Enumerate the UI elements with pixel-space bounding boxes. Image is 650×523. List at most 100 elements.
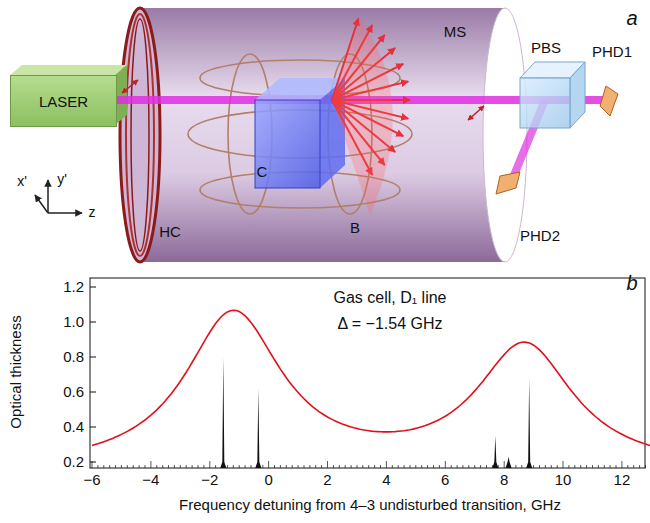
photodiode xyxy=(600,86,618,116)
tick xyxy=(292,465,293,468)
tick xyxy=(557,465,558,468)
field-cone xyxy=(332,20,393,215)
tick xyxy=(90,462,96,463)
tick xyxy=(180,465,181,468)
tick-label: 1.0 xyxy=(63,314,84,331)
spectral-line xyxy=(220,357,226,468)
tick xyxy=(386,461,387,468)
tick-label: 0.6 xyxy=(63,384,84,401)
tick-label: −6 xyxy=(83,472,100,489)
spectral-line xyxy=(492,436,498,468)
axis-arrow xyxy=(48,212,82,214)
tick xyxy=(109,465,110,468)
tick xyxy=(321,465,322,468)
tick xyxy=(133,465,134,468)
tick xyxy=(315,465,316,468)
tick xyxy=(521,465,522,468)
tick xyxy=(274,465,275,468)
part-name: MS xyxy=(444,24,467,41)
tick xyxy=(92,461,93,468)
tick xyxy=(121,465,122,468)
tick xyxy=(410,465,411,468)
tick xyxy=(468,465,469,468)
plot-note: Δ = −1.54 GHz xyxy=(338,315,443,333)
tick xyxy=(574,465,575,468)
tick xyxy=(239,465,240,468)
tick xyxy=(486,465,487,468)
part-name: HC xyxy=(159,224,181,241)
laser-face xyxy=(10,65,127,75)
tick xyxy=(90,392,96,393)
plot-frame xyxy=(90,278,645,468)
tick xyxy=(245,465,246,468)
laser-box: LASER xyxy=(10,75,117,127)
axis-name: z xyxy=(89,205,96,220)
tick xyxy=(280,465,281,468)
shield-body xyxy=(140,8,505,262)
field-fan xyxy=(332,19,410,216)
cell-face xyxy=(255,100,320,188)
tick xyxy=(90,287,96,288)
tick xyxy=(90,322,96,323)
tick-label: 1.2 xyxy=(63,279,84,296)
tick xyxy=(515,465,516,468)
tick xyxy=(451,465,452,468)
tick xyxy=(298,465,299,468)
tick xyxy=(445,461,446,468)
polarization-arrow xyxy=(468,106,484,120)
tick-label: −4 xyxy=(142,472,159,489)
tick-label: 6 xyxy=(441,472,449,489)
tick xyxy=(551,465,552,468)
tick-label: 0.2 xyxy=(63,454,84,471)
tick-label: 2 xyxy=(323,472,331,489)
tick xyxy=(309,465,310,468)
tick xyxy=(209,461,210,468)
tick xyxy=(398,465,399,468)
axis-arrow xyxy=(35,195,48,213)
pbs-face xyxy=(520,78,570,128)
absorption-curve xyxy=(92,310,650,448)
shield-opening xyxy=(483,8,527,262)
panel-letter: b xyxy=(626,272,637,294)
tick xyxy=(90,357,96,358)
tick-label: 12 xyxy=(614,472,631,489)
tick xyxy=(357,465,358,468)
axis-arrow xyxy=(47,180,49,213)
tick xyxy=(598,465,599,468)
plot-content xyxy=(90,287,650,468)
tick xyxy=(304,465,305,468)
tick xyxy=(168,465,169,468)
spectral-line xyxy=(526,378,532,468)
tick xyxy=(539,465,540,468)
tick xyxy=(251,465,252,468)
tick xyxy=(627,465,628,468)
tick xyxy=(90,427,96,428)
tick xyxy=(115,465,116,468)
tick xyxy=(145,465,146,468)
tick xyxy=(339,465,340,468)
shield-rim xyxy=(131,19,149,251)
part-name: PHD1 xyxy=(592,44,632,61)
tick xyxy=(480,465,481,468)
tick xyxy=(580,465,581,468)
tick xyxy=(639,465,640,468)
tick xyxy=(150,461,151,468)
tick xyxy=(533,465,534,468)
tick xyxy=(233,465,234,468)
tick xyxy=(545,465,546,468)
tick xyxy=(327,461,328,468)
part-name: PBS xyxy=(531,40,561,57)
polarization-arrow xyxy=(122,80,138,93)
tick xyxy=(174,465,175,468)
tick xyxy=(351,465,352,468)
tick xyxy=(139,465,140,468)
tick xyxy=(616,465,617,468)
tick xyxy=(127,465,128,468)
tick xyxy=(633,465,634,468)
tick xyxy=(415,465,416,468)
tick xyxy=(333,465,334,468)
axis-title: Frequency detuning from 4–3 undisturbed … xyxy=(179,497,561,514)
tick xyxy=(374,465,375,468)
tick-label: 10 xyxy=(555,472,572,489)
